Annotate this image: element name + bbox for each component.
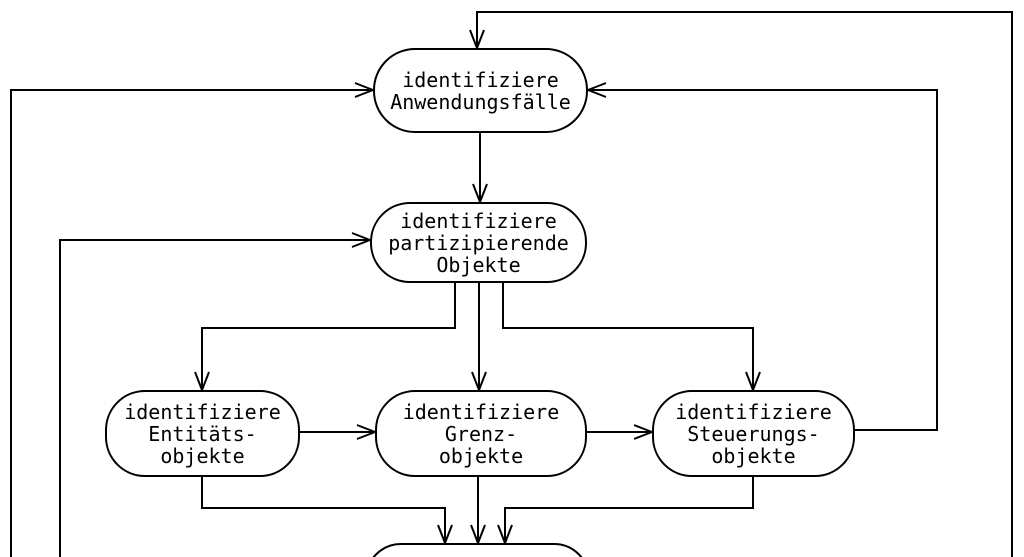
edge-anwendungsfaelle-to-partizipierende: [472, 133, 488, 203]
node-identifiziere-steuerungsobjekte: identifiziere Steuerungs- objekte: [652, 390, 855, 477]
edge-steuerungs-to-bottom: [497, 477, 754, 544]
edge-entitaets-to-grenz: [300, 424, 376, 440]
edge-feedback-right-to-anwendungsfaelle-top: [469, 11, 1013, 557]
edge-feedback-left-to-anwendungsfaelle: [10, 82, 374, 557]
node-label-steuerungsobjekte: identifiziere Steuerungs- objekte: [675, 399, 832, 468]
edge-partizipierende-to-grenz: [471, 283, 487, 391]
node-label-partizipierende-objekte: identifiziere partizipierende Objekte: [388, 208, 569, 277]
edge-partizipierende-to-entitaets: [194, 283, 456, 391]
edge-grenz-to-steuerungs: [587, 424, 653, 440]
node-bottom-partially-visible: [365, 543, 590, 557]
node-label-anwendungsfaelle: identifiziere Anwendungsfälle: [390, 67, 571, 114]
edge-steuerungs-to-anwendungsfaelle: [587, 82, 938, 431]
node-identifiziere-entitaetsobjekte: identifiziere Entitäts- objekte: [105, 390, 300, 477]
edge-entitaets-to-bottom: [201, 477, 453, 544]
edge-partizipierende-to-steuerungs: [502, 283, 761, 391]
node-label-entitaetsobjekte: identifiziere Entitäts- objekte: [124, 399, 281, 468]
node-identifiziere-anwendungsfaelle: identifiziere Anwendungsfälle: [373, 48, 588, 133]
edge-feedback-left-to-partizipierende: [59, 232, 371, 557]
node-label-grenzobjekte: identifiziere Grenz- objekte: [402, 399, 560, 468]
node-identifiziere-partizipierende-objekte: identifiziere partizipierende Objekte: [370, 202, 587, 283]
node-identifiziere-grenzobjekte: identifiziere Grenz- objekte: [375, 390, 587, 477]
edge-grenz-to-bottom: [470, 477, 486, 544]
